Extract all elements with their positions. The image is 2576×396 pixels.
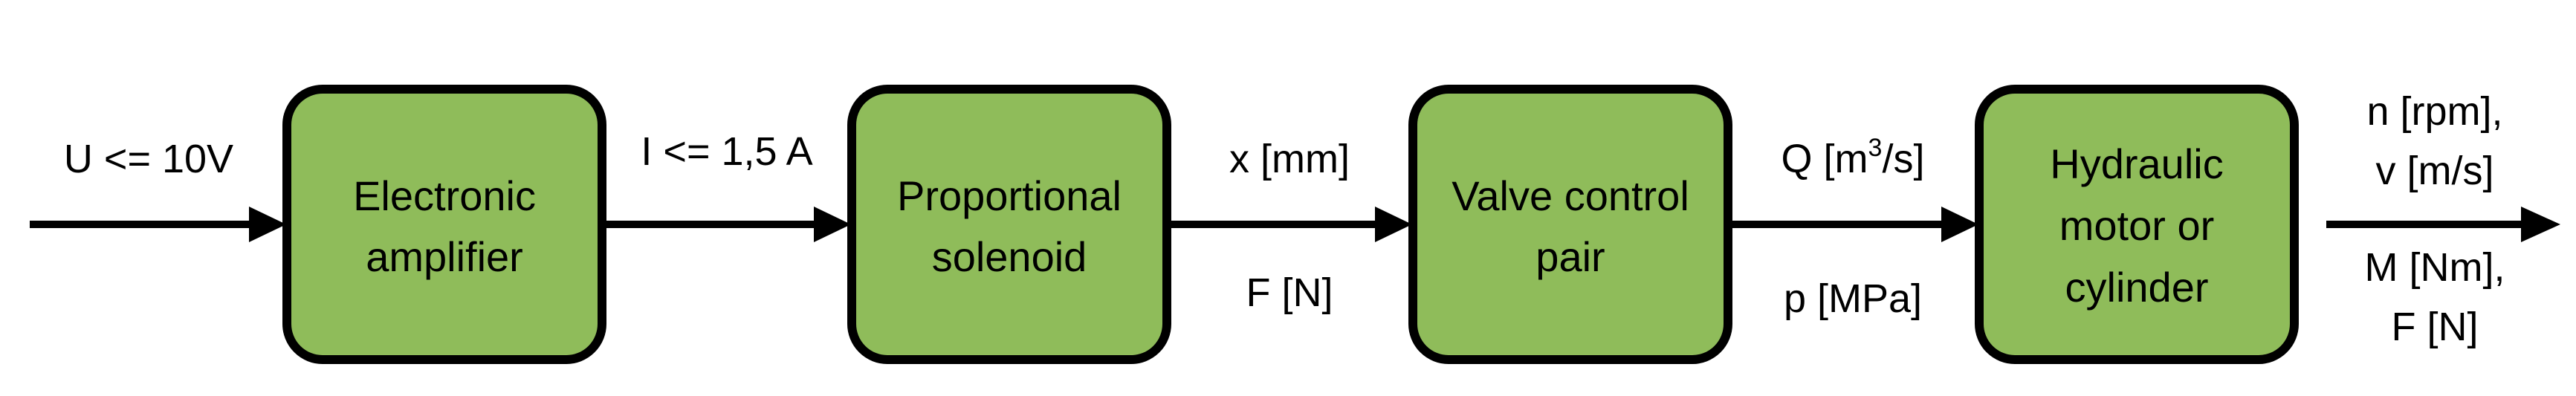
- block-proportional-solenoid-line-1: Proportional: [897, 172, 1122, 219]
- block-proportional-solenoid: Proportional solenoid: [847, 85, 1171, 364]
- signal-flow-label: Q [m3/s]: [1781, 134, 1925, 181]
- solenoid-to-valve-arrowhead: [1375, 207, 1412, 242]
- block-hydraulic-motor-or-cylinder-line-1: Hydraulic: [2050, 140, 2223, 187]
- valve-to-actuator-arrowhead: [1941, 207, 1978, 242]
- block-hydraulic-motor-or-cylinder-box: [1975, 85, 2299, 364]
- block-hydraulic-motor-or-cylinder: Hydraulic motor or cylinder: [1975, 85, 2299, 364]
- signal-flow-superscript: 3: [1868, 134, 1883, 162]
- signal-input-label: U <= 10V: [64, 137, 233, 181]
- block-valve-control-pair: Valve control pair: [1408, 85, 1732, 364]
- signal-pressure-label: p [MPa]: [1784, 276, 1922, 321]
- block-hydraulic-motor-or-cylinder-line-2: motor or: [2059, 202, 2215, 249]
- signal-displacement-label: x [mm]: [1229, 137, 1350, 181]
- signal-torque-label-line-2: F [N]: [2392, 305, 2479, 349]
- block-hydraulic-motor-or-cylinder-line-3: cylinder: [2065, 264, 2209, 311]
- signal-flow-tail: /s]: [1882, 137, 1924, 181]
- signal-flow-base: Q [m: [1781, 137, 1868, 181]
- signal-speed-label-line-1: n [rpm],: [2366, 89, 2502, 134]
- block-valve-control-pair-box: [1408, 85, 1732, 364]
- block-valve-control-pair-line-2: pair: [1535, 233, 1605, 280]
- amplifier-to-solenoid-arrowhead: [814, 207, 851, 242]
- block-proportional-solenoid-line-2: solenoid: [932, 233, 1087, 280]
- signal-force-label: F [N]: [1246, 270, 1333, 315]
- block-electronic-amplifier-line-2: amplifier: [366, 233, 523, 280]
- block-electronic-amplifier: Electronic amplifier: [282, 85, 606, 364]
- signal-speed-label-line-2: v [m/s]: [2376, 149, 2494, 193]
- input-arrowhead: [249, 207, 286, 242]
- block-electronic-amplifier-line-1: Electronic: [353, 172, 536, 219]
- block-proportional-solenoid-box: [847, 85, 1171, 364]
- block-valve-control-pair-line-1: Valve control: [1452, 172, 1689, 219]
- signal-torque-label-line-1: M [Nm],: [2365, 245, 2505, 290]
- signal-current-label: I <= 1,5 A: [641, 129, 812, 174]
- output-arrowhead: [2521, 207, 2560, 242]
- block-electronic-amplifier-box: [282, 85, 606, 364]
